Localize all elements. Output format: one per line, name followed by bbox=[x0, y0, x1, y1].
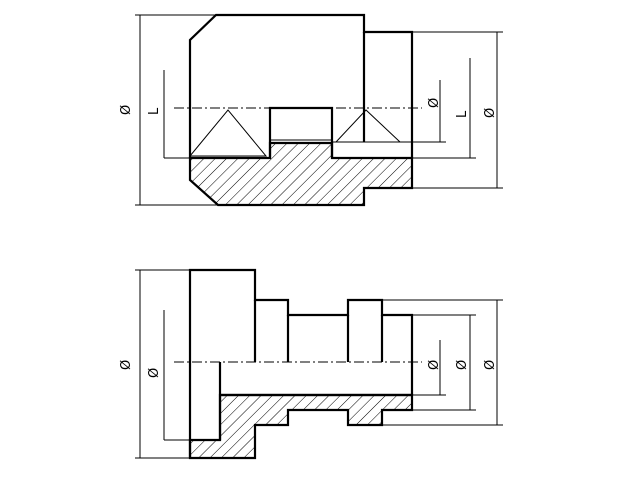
bottom-view: Ø Ø Ø Ø Ø bbox=[119, 268, 503, 460]
top-right-length-label: L bbox=[455, 110, 470, 118]
top-section-hatched bbox=[188, 141, 414, 207]
top-left-cone bbox=[188, 109, 268, 157]
top-right-cone bbox=[335, 109, 401, 143]
top-right-inner-dia-label: Ø bbox=[427, 98, 442, 108]
bottom-left-inner-dia-label: Ø bbox=[147, 368, 162, 378]
top-body-outline bbox=[188, 13, 414, 158]
top-left-length-label: L bbox=[147, 107, 162, 115]
top-right-outer-dia-label: Ø bbox=[483, 108, 498, 118]
top-left-outer-dia-label: Ø bbox=[119, 105, 134, 115]
bottom-right-outer-dia-label: Ø bbox=[483, 360, 498, 370]
top-view: Ø L Ø L Ø bbox=[119, 13, 503, 207]
bottom-right-inner-dia-label: Ø bbox=[427, 360, 442, 370]
bottom-right-mid-dia-label: Ø bbox=[455, 360, 470, 370]
bottom-body-outline bbox=[188, 268, 414, 458]
bottom-left-outer-dia-label: Ø bbox=[119, 360, 134, 370]
bottom-section-hatched bbox=[188, 393, 414, 460]
